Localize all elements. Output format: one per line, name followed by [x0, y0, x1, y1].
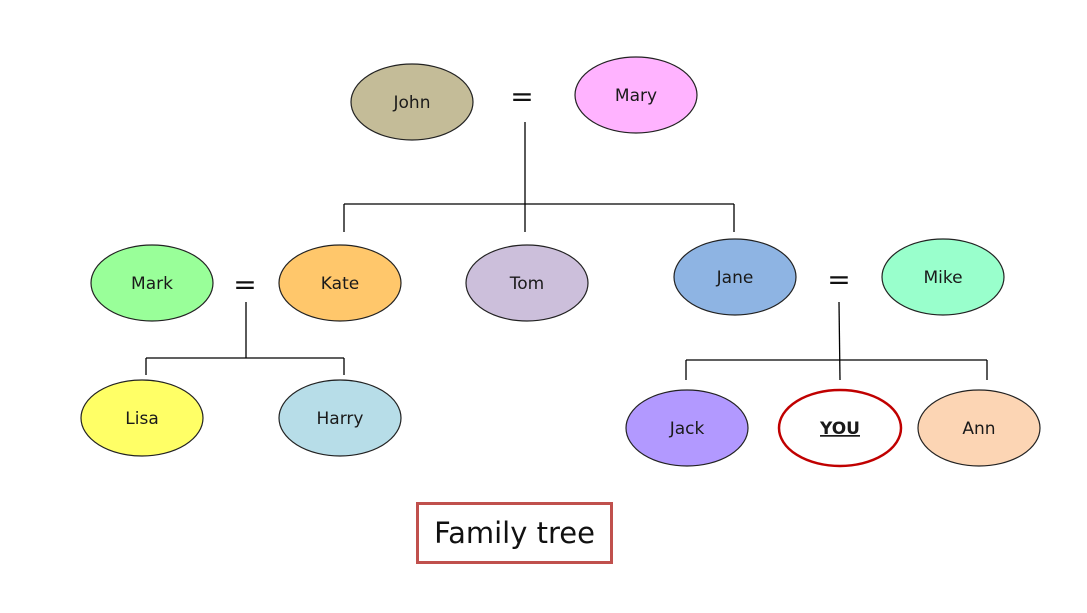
- person-name-mike: Mike: [923, 268, 962, 288]
- person-name-jane: Jane: [716, 268, 754, 288]
- descent-line-jane-mike: [838, 301, 841, 381]
- person-name-harry: Harry: [317, 409, 364, 429]
- connector-lines: [145, 122, 988, 381]
- person-name-ann: Ann: [962, 419, 995, 439]
- person-ellipse-kate: [278, 244, 402, 322]
- person-ellipse-tom: [465, 244, 589, 322]
- person-node-lisa: Lisa: [80, 379, 204, 457]
- person-node-kate: Kate: [278, 244, 402, 322]
- person-ellipse-lisa: [80, 379, 204, 457]
- person-node-mark: Mark: [90, 244, 214, 322]
- person-ellipse-jane: [673, 238, 797, 316]
- person-node-ann: Ann: [917, 389, 1041, 467]
- person-node-mary: Mary: [574, 56, 698, 134]
- person-name-tom: Tom: [509, 274, 544, 294]
- person-ellipse-john: [350, 63, 474, 141]
- diagram-title: Family tree: [434, 516, 595, 550]
- marriage-sign-jane-mike: =: [827, 263, 850, 296]
- person-node-john: John: [350, 63, 474, 141]
- person-name-lisa: Lisa: [125, 409, 158, 429]
- marriage-sign-mark-kate: =: [233, 268, 256, 301]
- person-ellipse-harry: [278, 379, 402, 457]
- person-ellipse-you: [777, 388, 903, 468]
- person-name-jack: Jack: [669, 419, 705, 439]
- person-name-mark: Mark: [131, 274, 173, 294]
- person-ellipse-mike: [881, 238, 1005, 316]
- person-ellipse-jack: [625, 389, 749, 467]
- person-node-tom: Tom: [465, 244, 589, 322]
- title-box: Family tree: [416, 502, 613, 564]
- person-name-john: John: [393, 93, 431, 113]
- person-ellipse-ann: [917, 389, 1041, 467]
- person-ellipse-mark: [90, 244, 214, 322]
- person-node-harry: Harry: [278, 379, 402, 457]
- person-ellipse-mary: [574, 56, 698, 134]
- marriage-sign-john-mary: =: [510, 80, 533, 113]
- person-node-you: YOU: [777, 388, 903, 468]
- person-name-kate: Kate: [321, 274, 359, 294]
- person-node-mike: Mike: [881, 238, 1005, 316]
- person-name-you: YOU: [819, 419, 860, 439]
- person-name-mary: Mary: [615, 86, 657, 106]
- person-node-jane: Jane: [673, 238, 797, 316]
- person-node-jack: Jack: [625, 389, 749, 467]
